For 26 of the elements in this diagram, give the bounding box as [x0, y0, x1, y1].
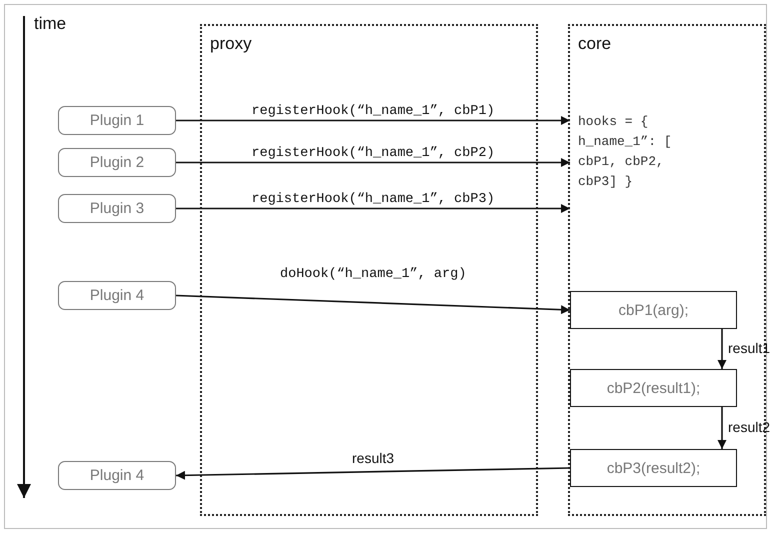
edge-label: registerHook(“h_name_1”, cbP1)	[252, 104, 495, 118]
plugin-box: Plugin 2	[58, 148, 176, 177]
code-text: hooks = { h_name_1”: [ cbP1, cbP2, cbP3] }	[570, 112, 700, 192]
edge-label: registerHook(“h_name_1”, cbP2)	[252, 146, 495, 160]
lane-title: proxy	[210, 34, 252, 54]
plugin-box: Plugin 3	[58, 194, 176, 223]
plugin-box: Plugin 4	[58, 461, 176, 490]
edge-label: result2	[728, 419, 770, 435]
arrow	[176, 204, 570, 213]
arrow	[176, 294, 570, 314]
callback-box: cbP2(result1);	[570, 369, 737, 407]
arrow	[176, 158, 570, 167]
plugin-box: Plugin 1	[58, 106, 176, 135]
edge-label: result1	[728, 340, 770, 356]
lane-title: core	[578, 34, 612, 54]
edge-label: result3	[352, 450, 394, 466]
arrow	[718, 407, 726, 449]
callback-box: cbP3(result2);	[570, 449, 737, 487]
axis-label: time	[34, 14, 66, 34]
arrow	[718, 329, 726, 369]
arrow	[176, 116, 570, 125]
callback-box: cbP1(arg);	[570, 291, 737, 329]
edge-label: registerHook(“h_name_1”, cbP3)	[252, 192, 495, 206]
arrow	[176, 467, 570, 480]
edge-label: doHook(“h_name_1”, arg)	[280, 266, 466, 282]
plugin-box: Plugin 4	[58, 281, 176, 310]
